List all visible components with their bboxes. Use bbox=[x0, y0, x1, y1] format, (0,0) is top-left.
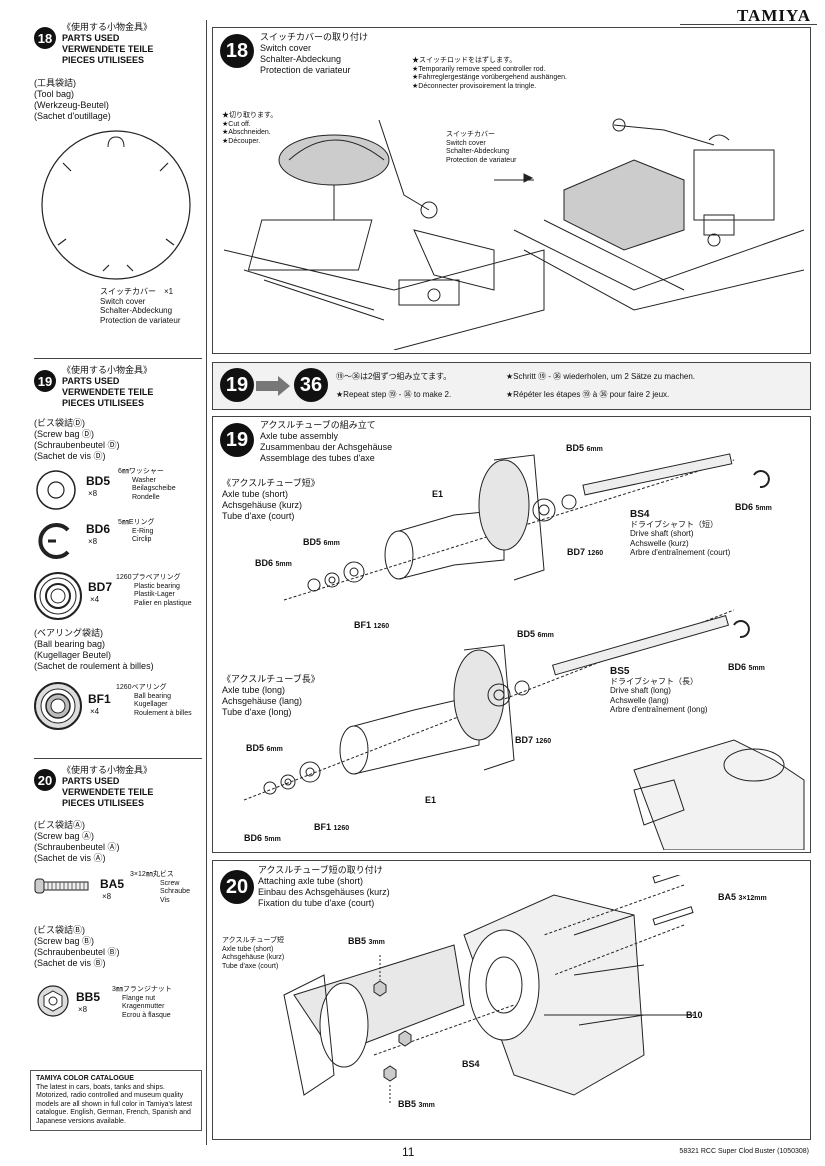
bb5-qty: ×8 bbox=[78, 1005, 88, 1014]
header-rule bbox=[680, 24, 817, 25]
label-ba5: BA5 3×12mm bbox=[718, 892, 767, 902]
step-18-number: 18 bbox=[220, 34, 254, 68]
bf1-qty: ×4 bbox=[90, 707, 100, 716]
section-divider bbox=[34, 758, 202, 759]
step-19-panel bbox=[212, 416, 811, 853]
brand-logo: TAMIYA bbox=[736, 6, 811, 25]
label-bd6-short: BD6 5mm bbox=[735, 502, 772, 512]
axle-tube-short-callout: アクスルチューブ短 Axle tube (short) Achsgehäuse … bbox=[222, 937, 285, 970]
bd6-desc: 5㎜Eリング E-Ring Circlip bbox=[118, 519, 155, 543]
label-bf1-short: BF1 1260 bbox=[354, 620, 390, 630]
step-20-badge: 20 bbox=[34, 769, 56, 791]
label-bf1-long: BF1 1260 bbox=[314, 822, 350, 832]
repeat-de: ★Schritt ⑲ - ㊱ wiederholen, um 2 Sätze z… bbox=[506, 372, 696, 381]
page-number: 11 bbox=[402, 1145, 415, 1159]
step-20-panel bbox=[212, 860, 811, 1140]
cut-note: ★切り取ります。 ★Cut off. ★Abschneiden. ★Découp… bbox=[222, 112, 278, 145]
column-divider bbox=[206, 20, 207, 1145]
bearing-bag-label: (ベアリング袋詰) (Ball bearing bag) (Kugellager… bbox=[34, 628, 154, 671]
ball-bearing-icon bbox=[34, 682, 82, 730]
bd5-qty: ×8 bbox=[88, 489, 98, 498]
label-bb5-top: BB5 3mm bbox=[348, 936, 385, 946]
label-bd5-short: BD5 6mm bbox=[566, 443, 603, 453]
repeat-from-badge: 19 bbox=[220, 368, 254, 402]
bd6-code: BD6 bbox=[86, 522, 111, 536]
step-18-parts-header: 《使用する小物金具》 PARTS USED VERWENDETE TEILE P… bbox=[62, 22, 153, 66]
bb5-code: BB5 bbox=[76, 990, 101, 1004]
ba5-code: BA5 bbox=[100, 877, 125, 891]
step-20-number: 20 bbox=[220, 870, 254, 904]
catalogue-body: The latest in cars, boats, tanks and shi… bbox=[36, 1083, 193, 1125]
label-bd6-short-left: BD6 5mm bbox=[255, 558, 292, 568]
repeat-en: ★Repeat step ⑲ - ㊱ to make 2. bbox=[336, 390, 452, 399]
bs5-callout: BS5 ドライブシャフト（長） Drive shaft (long) Achsw… bbox=[610, 666, 708, 714]
section-divider bbox=[34, 358, 202, 359]
switch-cover-part-drawing bbox=[41, 130, 191, 280]
label-bd5-short-left: BD5 6mm bbox=[303, 537, 340, 547]
tool-bag-label: (工具袋詰) (Tool bag) (Werkzeug-Beutel) (Sac… bbox=[34, 78, 111, 121]
label-b10: B10 bbox=[686, 1010, 703, 1020]
step-19-illustration bbox=[243, 453, 805, 850]
switch-cover-part-label: スイッチカバー ×1 Switch cover Schalter-Abdecku… bbox=[100, 287, 181, 325]
screw-bag-d-label: (ビス袋詰Ⓓ) (Screw bag Ⓓ) (Schraubenbeutel Ⓓ… bbox=[34, 418, 120, 461]
bf1-desc: 1260ベアリング Ball bearing Kugellager Roulem… bbox=[116, 684, 192, 717]
bd5-desc: 6㎜ワッシャー Washer Beilagscheibe Rondelle bbox=[118, 468, 176, 501]
footer-code: 58321 RCC Super Clod Buster (1050308) bbox=[679, 1148, 809, 1155]
screw-bag-a-label: (ビス袋詰Ⓐ) (Screw bag Ⓐ) (Schraubenbeutel Ⓐ… bbox=[34, 820, 120, 863]
catalogue-title: TAMIYA COLOR CATALOGUE bbox=[36, 1075, 134, 1082]
label-bd5-long-left: BD5 6mm bbox=[246, 743, 283, 753]
bf1-code: BF1 bbox=[88, 692, 111, 706]
label-bs4: BS4 bbox=[462, 1059, 480, 1069]
step-19-badge: 19 bbox=[34, 370, 56, 392]
switch-cover-callout: スイッチカバー Switch cover Schalter-Abdeckung … bbox=[446, 131, 517, 164]
axle-tube-long-label: 《アクスルチューブ長》 Axle tube (long) Achsgehäuse… bbox=[222, 674, 320, 717]
e-ring-icon bbox=[38, 523, 70, 559]
step-18-panel bbox=[212, 27, 811, 354]
color-catalogue-box: TAMIYA COLOR CATALOGUE The latest in car… bbox=[30, 1070, 202, 1131]
parts-used-de: VERWENDETE TEILE bbox=[62, 44, 154, 54]
bd7-desc: 1260プラベアリング Plastic bearing Plastik-Lage… bbox=[116, 574, 192, 607]
flange-nut-icon bbox=[37, 985, 69, 1017]
label-bd7-short: BD7 1260 bbox=[567, 547, 604, 557]
step-19-title: アクスルチューブの組み立て Axle tube assembly Zusamme… bbox=[260, 420, 393, 463]
bd7-code: BD7 bbox=[88, 580, 113, 594]
bd5-code: BD5 bbox=[86, 474, 111, 488]
label-bb5-bottom: BB5 3mm bbox=[398, 1099, 435, 1109]
washer-icon bbox=[36, 470, 76, 510]
step-20-title: アクスルチューブ短の取り付け Attaching axle tube (shor… bbox=[258, 865, 390, 908]
bd7-qty: ×4 bbox=[90, 595, 100, 604]
parts-used-en: PARTS USED bbox=[62, 33, 120, 43]
step-18-title: スイッチカバーの取り付け Switch cover Schalter-Abdec… bbox=[260, 32, 369, 75]
step-18-illustration bbox=[223, 118, 805, 350]
axle-tube-short-label: 《アクスルチューブ短》 Axle tube (short) Achsgehäus… bbox=[222, 478, 320, 521]
repeat-fr: ★Répéter les étapes ⑲ à ㊱ pour faire 2 j… bbox=[506, 390, 670, 399]
repeat-jp: ⑲～㊱は2個ずつ組み立てます。 bbox=[336, 372, 452, 381]
label-bd6-long: BD6 5mm bbox=[728, 662, 765, 672]
screw-bag-b-label: (ビス袋詰Ⓑ) (Screw bag Ⓑ) (Schraubenbeutel Ⓑ… bbox=[34, 925, 120, 968]
bs4-callout: BS4 ドライブシャフト（短） Drive shaft (short) Achs… bbox=[630, 509, 731, 557]
ba5-qty: ×8 bbox=[102, 892, 112, 901]
step-19-parts-header: 《使用する小物金具》 PARTS USED VERWENDETE TEILE P… bbox=[62, 365, 154, 408]
step-19-number: 19 bbox=[220, 423, 254, 457]
parts-used-fr: PIECES UTILISEES bbox=[62, 55, 145, 65]
label-bd7-long: BD7 1260 bbox=[515, 735, 552, 745]
label-bd6-long-left: BD6 5mm bbox=[244, 833, 281, 843]
label-e1-long: E1 bbox=[425, 795, 437, 805]
step-18-badge: 18 bbox=[34, 27, 56, 49]
repeat-to-badge: 36 bbox=[294, 368, 328, 402]
arrow-right-icon bbox=[256, 376, 290, 396]
ba5-desc: 3×12㎜丸ビス Screw Schraube Vis bbox=[130, 871, 190, 904]
parts-used-jp: 《使用する小物金具》 bbox=[62, 22, 153, 32]
bd6-qty: ×8 bbox=[88, 537, 98, 546]
label-e1-short: E1 bbox=[432, 489, 444, 499]
bb5-desc: 3㎜フランジナット Flange nut Kragenmutter Ecrou … bbox=[112, 986, 172, 1019]
step-20-parts-header: 《使用する小物金具》 PARTS USED VERWENDETE TEILE P… bbox=[62, 765, 154, 808]
screw-icon bbox=[34, 878, 89, 894]
rod-note: ★スイッチロッドをはずします。 ★Temporarily remove spee… bbox=[412, 57, 567, 90]
label-bd5-long: BD5 6mm bbox=[517, 629, 554, 639]
plastic-bearing-icon bbox=[34, 572, 82, 620]
step-20-illustration bbox=[283, 875, 694, 1105]
